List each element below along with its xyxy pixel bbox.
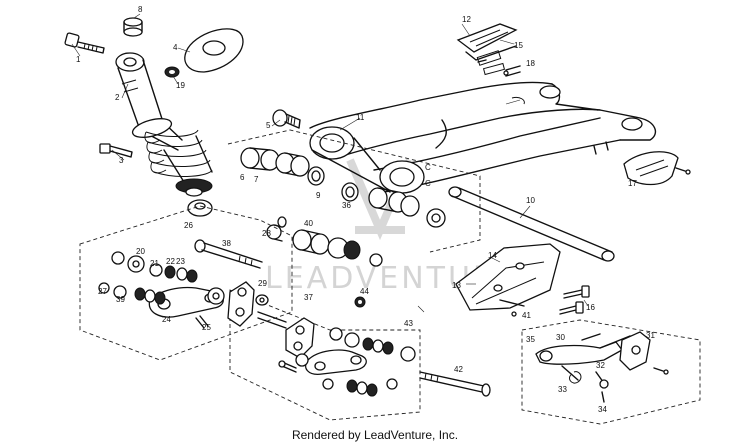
callout-15: 15 bbox=[514, 41, 523, 50]
callout-36: 36 bbox=[342, 201, 351, 210]
assembly-outline-lower-left bbox=[79, 205, 293, 361]
callout-6: 6 bbox=[240, 173, 245, 182]
bolt-part-42 bbox=[419, 371, 491, 397]
bolt-part-38 bbox=[194, 239, 263, 269]
shock-absorber-part-2 bbox=[115, 52, 213, 197]
callout-29: 29 bbox=[258, 279, 267, 288]
guard-part-17 bbox=[623, 151, 691, 186]
callout-30: 30 bbox=[556, 333, 565, 342]
plate-part-4 bbox=[184, 28, 244, 73]
bracket-part-37 bbox=[257, 311, 315, 359]
linkage-washers-left bbox=[111, 251, 198, 283]
callout-43: 43 bbox=[404, 319, 413, 328]
callout-8: 8 bbox=[138, 5, 143, 14]
bushing-part-26 bbox=[187, 199, 213, 217]
footer-credit: Rendered by LeadVenture, Inc. bbox=[291, 428, 459, 442]
bolt-part-1 bbox=[64, 32, 105, 54]
bushing-group-center bbox=[266, 216, 383, 267]
callout-16: 16 bbox=[586, 303, 595, 312]
swingarm-part-11: C C bbox=[309, 81, 657, 194]
screw-part-18 bbox=[503, 65, 521, 77]
callout-1: 1 bbox=[76, 55, 81, 64]
callout-10: 10 bbox=[526, 196, 535, 205]
callout-11: 11 bbox=[356, 113, 365, 122]
callout-19: 19 bbox=[176, 81, 185, 90]
bolts-part-16 bbox=[559, 285, 590, 315]
assembly-outline-upper bbox=[227, 129, 481, 253]
bushing-stack-middle-right bbox=[341, 182, 446, 228]
linkage-washers-middle bbox=[329, 327, 416, 362]
callout-41: 41 bbox=[522, 311, 531, 320]
leader-lines bbox=[71, 13, 589, 313]
callout-28: 28 bbox=[262, 229, 271, 238]
bolt-part-25 bbox=[278, 360, 297, 373]
callout-26: 26 bbox=[184, 221, 193, 230]
callout-42: 42 bbox=[454, 365, 463, 374]
assembly-outline-lower-right bbox=[521, 319, 701, 425]
callout-21: 21 bbox=[150, 259, 159, 268]
callout-31: 31 bbox=[646, 331, 655, 340]
callout-38: 38 bbox=[222, 239, 231, 248]
bolt-part-5 bbox=[272, 109, 301, 129]
callout-35: 35 bbox=[526, 335, 535, 344]
callout-9: 9 bbox=[316, 191, 321, 200]
callout-4: 4 bbox=[173, 43, 178, 52]
slide-block-part-14 bbox=[455, 243, 561, 317]
callout-20: 20 bbox=[136, 247, 145, 256]
bracket-part-29 bbox=[227, 281, 269, 327]
nut-part-44 bbox=[354, 296, 366, 308]
axle-part-10 bbox=[448, 186, 615, 262]
bushing-stack-upper-left bbox=[240, 147, 325, 186]
callout-5: 5 bbox=[266, 121, 271, 130]
callout-7: 7 bbox=[254, 175, 259, 184]
bushing-part-8 bbox=[123, 17, 143, 37]
callout-12: 12 bbox=[462, 15, 471, 24]
linkage-washers-lower-left bbox=[98, 282, 209, 329]
callout-2: 2 bbox=[115, 93, 120, 102]
callout-3: 3 bbox=[119, 156, 124, 165]
callout-18: 18 bbox=[526, 59, 535, 68]
linkage-washers-lower-middle bbox=[322, 378, 398, 397]
callout-39: 39 bbox=[116, 295, 125, 304]
svg-text:C: C bbox=[425, 163, 431, 172]
brake-linkage-parts-30-35 bbox=[535, 331, 669, 403]
callout-33: 33 bbox=[558, 385, 567, 394]
svg-text:C: C bbox=[425, 179, 431, 188]
link-arm-part-24 bbox=[148, 286, 225, 318]
link-arm-part-24-middle bbox=[295, 349, 367, 375]
assembly-outline-lower-mid bbox=[229, 289, 421, 421]
callout-27: 27 bbox=[98, 287, 107, 296]
chain-guide-part-12 bbox=[456, 23, 518, 76]
callout-37: 37 bbox=[304, 293, 313, 302]
callout-44: 44 bbox=[360, 287, 369, 296]
bolt-part-3 bbox=[99, 143, 133, 158]
callout-14: 14 bbox=[488, 251, 497, 260]
callout-17: 17 bbox=[628, 179, 637, 188]
callout-23: 23 bbox=[176, 257, 185, 266]
callout-25: 25 bbox=[202, 323, 211, 332]
callout-22: 22 bbox=[166, 257, 175, 266]
callout-numbers: 1 2 3 4 5 6 7 8 9 10 11 12 13 14 15 16 1… bbox=[76, 5, 655, 414]
callout-34: 34 bbox=[598, 405, 607, 414]
callout-40: 40 bbox=[304, 219, 313, 228]
callout-13: 13 bbox=[452, 281, 461, 290]
callout-32: 32 bbox=[596, 361, 605, 370]
callout-24: 24 bbox=[162, 315, 171, 324]
nut-part-19 bbox=[164, 66, 180, 78]
screw-part-15 bbox=[477, 59, 487, 63]
